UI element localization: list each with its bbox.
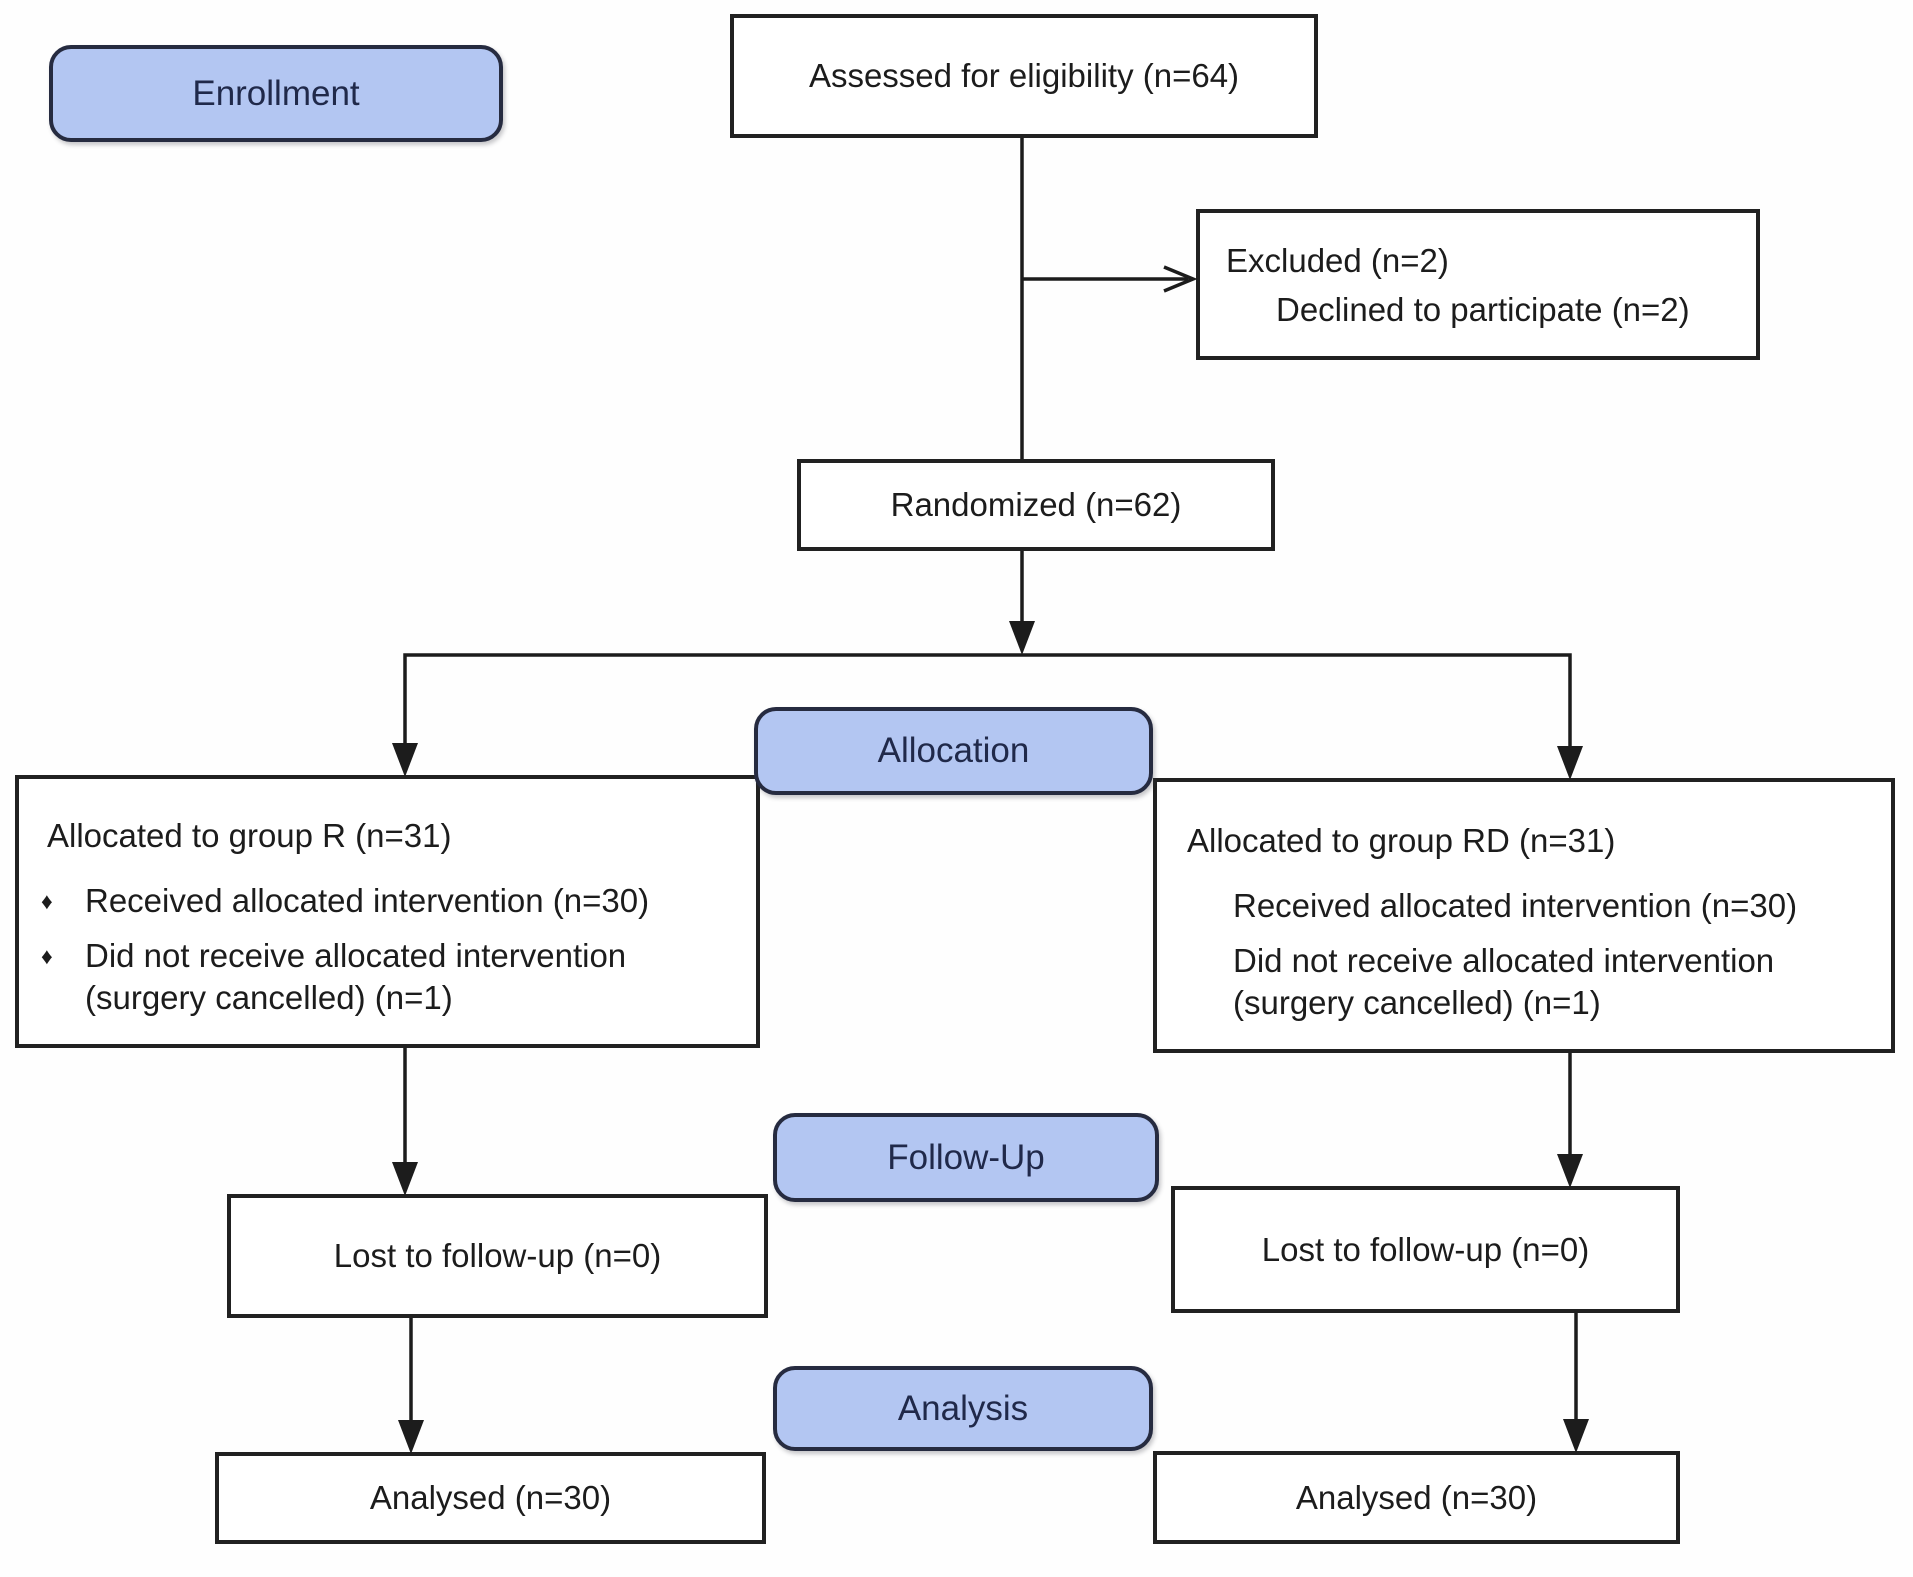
lost-left-arrowhead — [392, 1162, 418, 1196]
analysed-right-arrowhead — [1563, 1419, 1589, 1453]
analysed-left-text: Analysed (n=30) — [369, 1479, 612, 1517]
group-r-allocation-box: Allocated to group R (n=31) ♦ Received a… — [15, 775, 760, 1048]
group-r-item2: ♦ Did not receive allocated intervention… — [41, 935, 626, 1019]
lost-right-text: Lost to follow-up (n=0) — [1261, 1230, 1590, 1268]
randomized-text: Randomized (n=62) — [890, 486, 1182, 524]
lost-right-arrowhead — [1557, 1154, 1583, 1188]
allocation-stage-label: Allocation — [754, 707, 1153, 795]
group-rd-title: Allocated to group RD (n=31) — [1187, 822, 1616, 859]
lost-to-followup-right-box: Lost to follow-up (n=0) — [1171, 1186, 1680, 1313]
group-r-title: Allocated to group R (n=31) — [47, 817, 452, 854]
excluded-box: Excluded (n=2) Declined to participate (… — [1196, 209, 1760, 360]
group-rd-item1: Received allocated intervention (n=30) — [1233, 887, 1798, 924]
connector-lost-to-analysed-left — [398, 1318, 424, 1454]
enrollment-stage-label: Enrollment — [49, 45, 503, 142]
diamond-bullet-icon: ♦ — [41, 943, 53, 969]
lost-to-followup-left-box: Lost to follow-up (n=0) — [227, 1194, 768, 1318]
analysis-stage-label: Analysis — [773, 1366, 1153, 1451]
group-rd-arrowhead — [1557, 746, 1583, 780]
connector-group-rd-to-lost — [1557, 1053, 1583, 1188]
excluded-arrowhead — [1163, 265, 1198, 293]
group-r-item1-text: Received allocated intervention (n=30) — [85, 882, 650, 919]
analysed-right-text: Analysed (n=30) — [1295, 1478, 1538, 1516]
assessed-for-eligibility-box: Assessed for eligibility (n=64) — [730, 14, 1318, 138]
group-rd-item2-line1: Did not receive allocated intervention — [1233, 942, 1775, 979]
followup-stage-label: Follow-Up — [773, 1113, 1159, 1202]
analysed-right-box: Analysed (n=30) — [1153, 1451, 1680, 1544]
group-rd-item2-line2: (surgery cancelled) (n=1) — [1233, 984, 1601, 1021]
connector-to-excluded — [1022, 265, 1198, 293]
group-r-item2-line1: Did not receive allocated intervention — [85, 937, 627, 974]
diamond-bullet-icon: ♦ — [41, 888, 53, 914]
group-r-arrowhead — [392, 743, 418, 777]
connector-randomized-to-split — [1009, 551, 1035, 655]
connector-lost-to-analysed-right — [1563, 1313, 1589, 1453]
lost-left-text: Lost to follow-up (n=0) — [333, 1237, 662, 1275]
assessed-text: Assessed for eligibility (n=64) — [808, 57, 1240, 95]
split-arrowhead — [1009, 621, 1035, 655]
connector-group-r-to-lost — [392, 1048, 418, 1196]
group-rd-item2: Did not receive allocated intervention (… — [1233, 940, 1774, 1024]
analysed-left-box: Analysed (n=30) — [215, 1452, 766, 1544]
group-rd-allocation-box: Allocated to group RD (n=31) Received al… — [1153, 778, 1895, 1053]
randomized-box: Randomized (n=62) — [797, 459, 1275, 551]
group-r-item2-line2: (surgery cancelled) (n=1) — [85, 979, 453, 1016]
excluded-line1: Excluded (n=2) — [1226, 241, 1449, 279]
analysed-left-arrowhead — [398, 1420, 424, 1454]
group-r-item1: ♦ Received allocated intervention (n=30) — [41, 880, 649, 922]
excluded-line2: Declined to participate (n=2) — [1276, 290, 1690, 328]
